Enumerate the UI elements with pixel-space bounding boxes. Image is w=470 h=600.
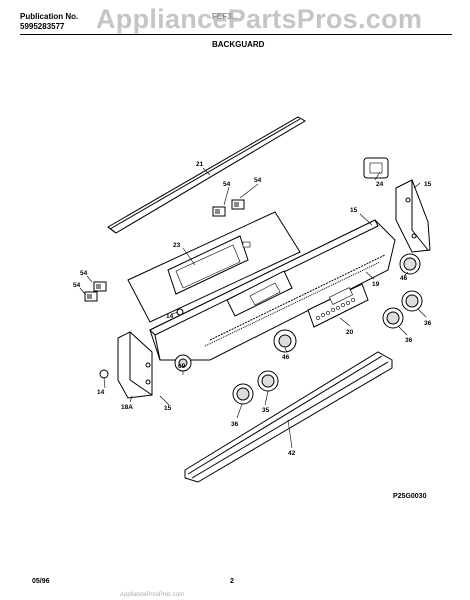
- part-knob-46-right[interactable]: [399, 253, 421, 275]
- callout-69: 69: [178, 363, 186, 370]
- part-lower-trim[interactable]: [184, 351, 393, 483]
- part-trim-strip[interactable]: [107, 116, 306, 234]
- footer-date: 05/96: [32, 578, 50, 585]
- callout-14-mid: 14: [166, 313, 174, 320]
- callout-20: 20: [346, 329, 354, 336]
- callout-54-b: 54: [254, 177, 262, 184]
- part-backguard-panel[interactable]: [149, 219, 396, 361]
- footer-watermark: ApplianceProsPros.com: [120, 592, 185, 598]
- callout-36-right: 36: [424, 320, 432, 327]
- callout-46-right: 46: [400, 275, 408, 282]
- callout-15-right: 15: [424, 181, 432, 188]
- part-rear-panel[interactable]: [127, 211, 301, 323]
- callout-24: 24: [376, 181, 384, 188]
- callout-19: 19: [372, 281, 380, 288]
- part-end-cap-right[interactable]: [395, 179, 431, 253]
- part-electronic-control[interactable]: [307, 283, 369, 328]
- part-end-cap-left[interactable]: [117, 331, 153, 399]
- part-bracket-upper-right[interactable]: [231, 199, 245, 210]
- part-screw-14[interactable]: [99, 308, 184, 379]
- callout-46-center: 46: [282, 354, 290, 361]
- callout-54-a: 54: [223, 181, 231, 188]
- part-knob-36-right[interactable]: [401, 290, 423, 312]
- callout-54-d: 54: [73, 282, 81, 289]
- part-clip[interactable]: [363, 157, 389, 179]
- callout-36-lower: 36: [231, 421, 239, 428]
- part-bracket-lower-right[interactable]: [93, 281, 107, 292]
- part-bracket-upper-left[interactable]: [212, 206, 226, 217]
- part-knob-36-lower[interactable]: [232, 383, 254, 405]
- footer-page-number: 2: [230, 578, 234, 585]
- watermark: AppliancePartsPros.com: [96, 4, 423, 34]
- callout-15-left: 15: [164, 405, 172, 412]
- callout-54-c: 54: [80, 270, 88, 277]
- callout-21: 21: [196, 161, 204, 168]
- part-knob-35[interactable]: [257, 370, 279, 392]
- part-bracket-lower-left[interactable]: [84, 291, 98, 302]
- part-knob-36-mid[interactable]: [382, 307, 404, 329]
- header-rule: [20, 34, 452, 35]
- diagram-code: P25G0030: [393, 493, 427, 500]
- part-knob-46-center[interactable]: [273, 329, 297, 353]
- part-knob-69[interactable]: [174, 354, 192, 372]
- callout-23: 23: [173, 242, 181, 249]
- publication-label: Publication No.: [20, 12, 79, 21]
- callout-14-left: 14: [97, 389, 105, 396]
- publication-number: 5995283577: [20, 22, 65, 31]
- callout-18A: 18A: [121, 404, 133, 411]
- callout-15-mid: 15: [350, 207, 358, 214]
- callout-36-mid: 36: [405, 337, 413, 344]
- callout-42: 42: [288, 450, 296, 457]
- model-number-faint: FEF3...: [212, 12, 239, 21]
- callout-35: 35: [262, 407, 270, 414]
- section-title: BACKGUARD: [212, 40, 265, 49]
